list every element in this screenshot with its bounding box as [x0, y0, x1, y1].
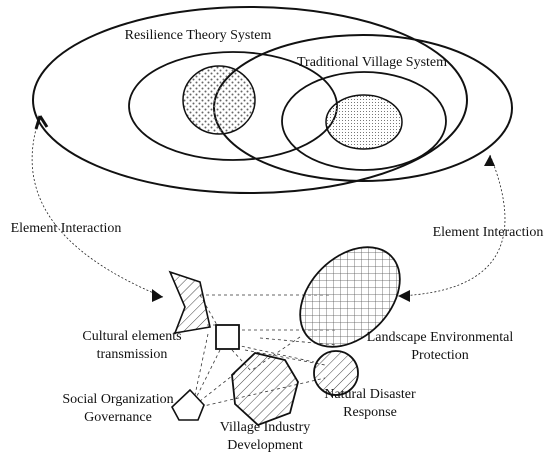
resilience-core [182, 65, 256, 135]
left-interaction-arrow [31, 115, 164, 298]
right-interaction-arrow-head-up [484, 155, 495, 166]
resilience-system-label: Resilience Theory System [125, 28, 272, 43]
left-interaction-arrow-head-down [152, 289, 163, 302]
social-label-line2: Governance [84, 410, 152, 425]
landscape-label-line2: Protection [411, 348, 469, 363]
village-inner-ellipse [281, 71, 447, 171]
cultural-label-line2: transmission [97, 347, 168, 362]
left-interaction-label: Element Interaction [11, 221, 122, 236]
landscape-ellipse-shape [299, 246, 401, 348]
industry-label-line2: Development [227, 438, 303, 453]
right-interaction-arrow [397, 154, 506, 297]
disaster-circle-shape [313, 350, 359, 396]
resilience-outer-ellipse [32, 6, 468, 194]
landscape-label-line1: Landscape Environmental [367, 330, 514, 345]
right-interaction-label: Element Interaction [433, 225, 544, 240]
industry-label-line1: Village Industry [220, 420, 311, 435]
social-label-line1: Social Organization [62, 392, 173, 407]
industry-heptagon-shape [231, 352, 299, 427]
cultural-arrow-shape [168, 270, 211, 335]
cultural-label-line1: Cultural elements [82, 329, 181, 344]
center-square [215, 324, 240, 350]
village-core [325, 94, 403, 150]
social-pentagon-shape [171, 388, 205, 421]
right-interaction-arrow-head-down [398, 290, 410, 302]
village-system-label: Traditional Village System [297, 55, 447, 70]
disaster-label-line1: Natural Disaster [324, 387, 416, 402]
left-interaction-arrow-head-up [34, 115, 49, 130]
disaster-label-line2: Response [343, 405, 397, 420]
